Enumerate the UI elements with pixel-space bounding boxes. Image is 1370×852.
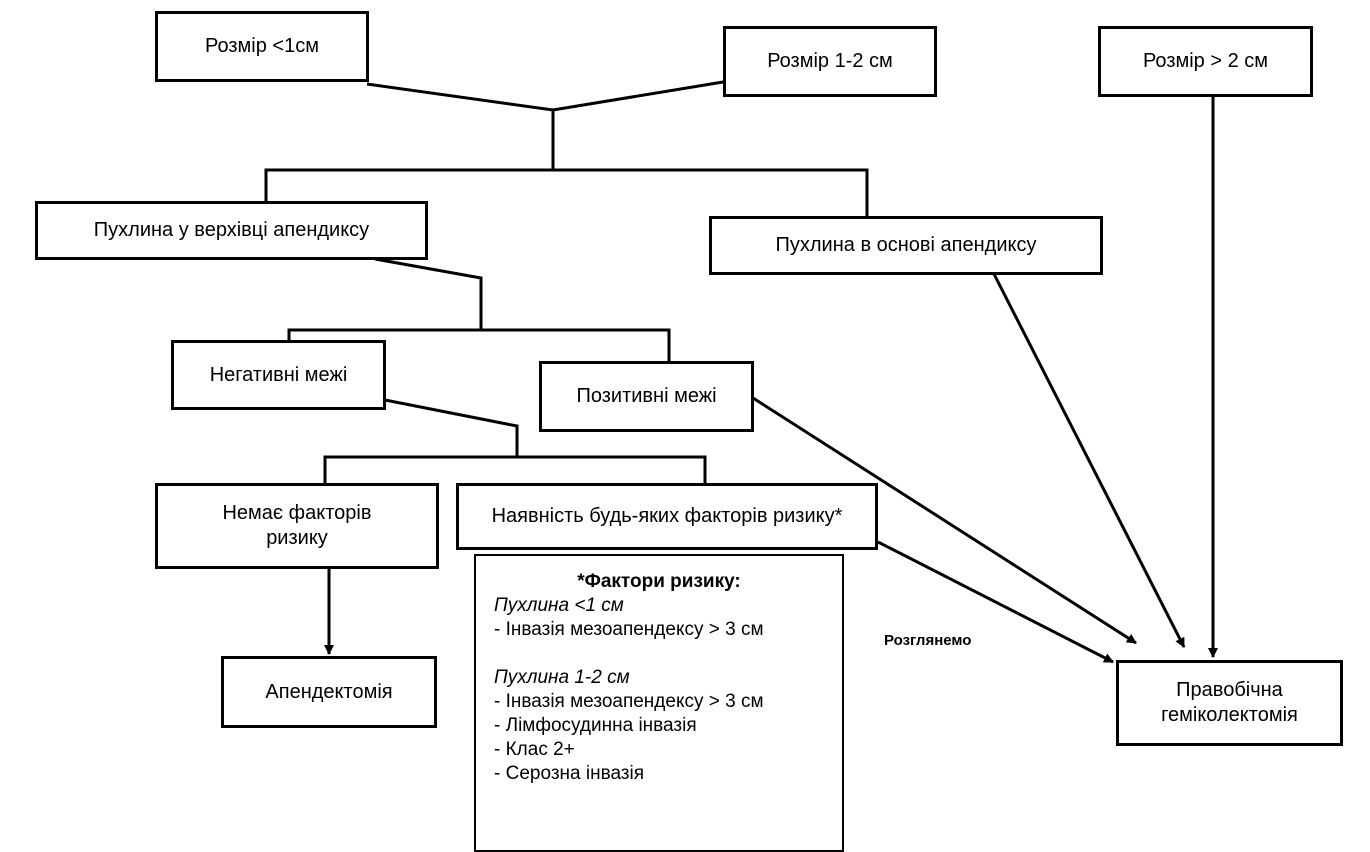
node-no-risk-factors: Немає факторів ризику — [155, 483, 439, 569]
connector-location-split — [264, 168, 869, 216]
risk-item: - Серозна інвазія — [494, 763, 645, 784]
arrow-pos-margins-to-hemicolectomy — [752, 396, 1137, 645]
risk-item: - Інвазія мезоапендексу > 3 см — [494, 691, 764, 712]
arrow-base-to-hemicolectomy — [992, 273, 1186, 648]
node-appendectomy: Апендектомія — [221, 656, 437, 728]
node-size-gt2: Розмір > 2 см — [1098, 26, 1313, 97]
node-negative-margins: Негативні межі — [171, 340, 386, 410]
risk-group-1-2-title: Пухлина 1-2 см — [494, 667, 630, 688]
risk-item: - Інвазія мезоапендексу > 3 см — [494, 619, 764, 640]
connector-risk-split — [323, 455, 707, 484]
risk-group-lt1-title: Пухлина <1 см — [494, 595, 624, 616]
edge-label-consider: Розглянемо — [884, 632, 972, 649]
risk-factors-title: *Фактори ризику: — [577, 571, 741, 592]
risk-item: - Лімфосудинна інвазія — [494, 715, 697, 736]
arrow-risk-to-hemicolectomy — [877, 540, 1114, 664]
node-positive-margins: Позитивні межі — [539, 361, 754, 432]
connector-tip-to-margins — [374, 257, 483, 330]
connector-margin-split — [287, 328, 671, 361]
risk-item: - Клас 2+ — [494, 739, 575, 760]
node-tumor-base: Пухлина в основі апендиксу — [709, 216, 1103, 275]
node-tumor-tip: Пухлина у верхівці апендиксу — [35, 201, 428, 260]
node-size-1-2: Розмір 1-2 см — [723, 26, 937, 97]
risk-factors-box: *Фактори ризику: Пухлина <1 см - Інвазія… — [474, 554, 844, 852]
node-right-hemicolectomy: Правобічна геміколектомія — [1116, 660, 1343, 746]
connector-size-merge — [366, 80, 724, 112]
connector-neg-to-risk — [384, 398, 519, 457]
node-any-risk-factors: Наявність будь-яких факторів ризику* — [456, 483, 878, 550]
node-size-lt1: Розмір <1см — [155, 11, 369, 82]
